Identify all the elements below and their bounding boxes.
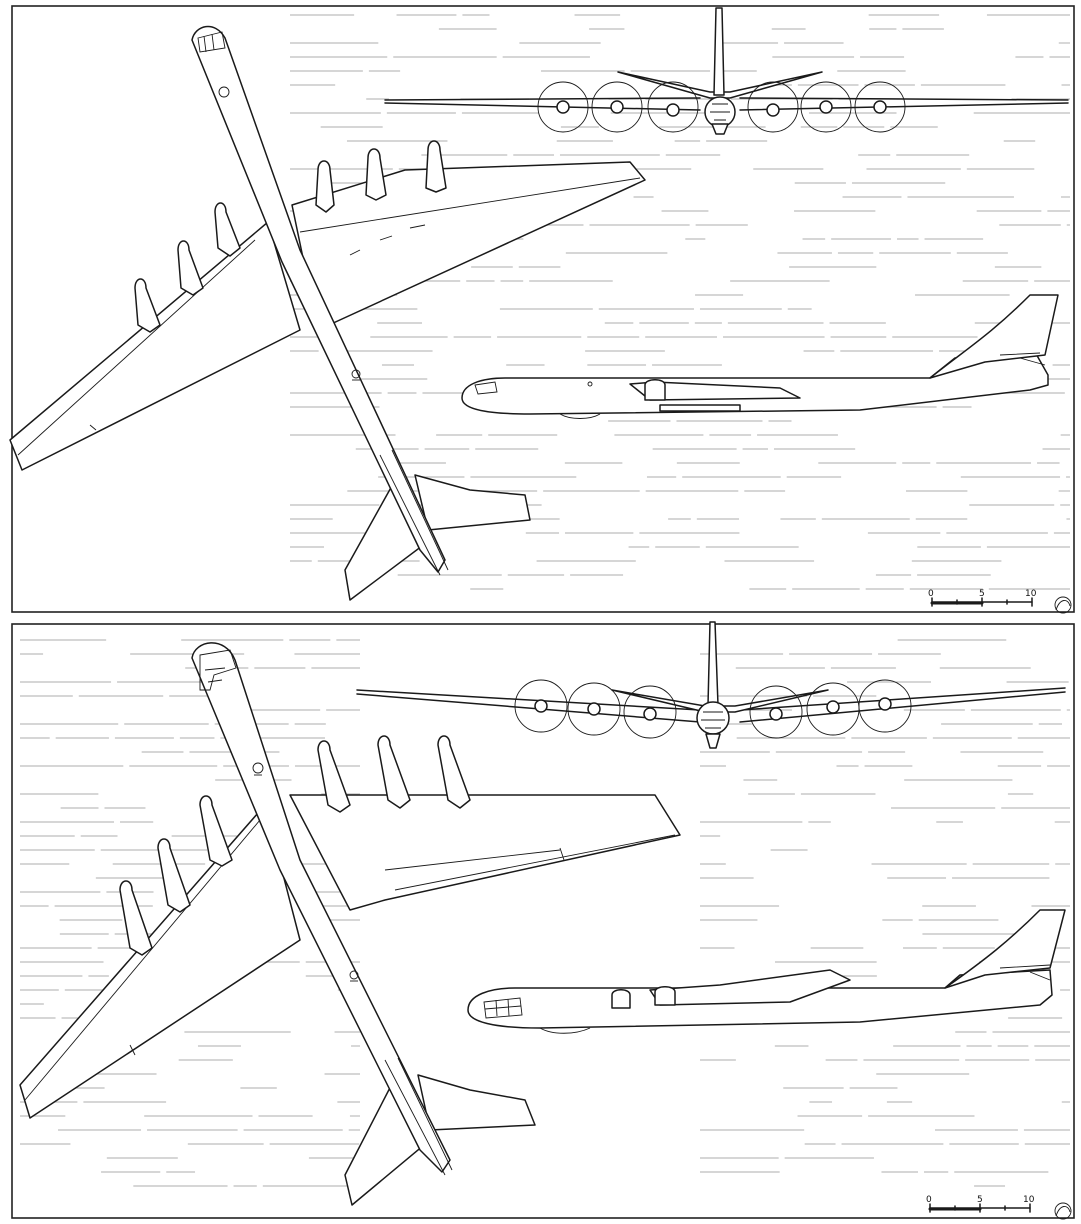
right-stabilizer (414, 474, 531, 531)
panel-top: 0 5 10 (9, 5, 1075, 614)
engine-pods-right (315, 140, 447, 213)
side-view-top (461, 294, 1059, 419)
right-wing (289, 794, 681, 911)
left-wing (9, 221, 301, 471)
left-wing (19, 804, 301, 1119)
side-fin (944, 909, 1066, 989)
scale-label-5: 5 (979, 589, 985, 599)
panel-bottom-frame (11, 623, 1075, 1219)
panel-bottom: 0 5 10 (11, 621, 1075, 1220)
engine-pods-left (134, 202, 241, 333)
draftsman-mark-top (1054, 596, 1072, 614)
side-view-bottom (467, 909, 1066, 1034)
scale-label-0: 0 (928, 589, 934, 599)
scale-label-0: 0 (926, 1195, 932, 1205)
right-stabilizer (417, 1074, 536, 1131)
front-view-bottom (356, 621, 1066, 749)
scale-bar-top: 0 5 10 (928, 589, 1037, 607)
propeller-discs-top (537, 81, 906, 133)
side-fin (929, 294, 1059, 379)
panel-top-frame (11, 5, 1075, 613)
side-fuselage (461, 351, 1049, 415)
front-view-top (384, 7, 1069, 135)
propeller-discs-bottom (514, 679, 912, 739)
plan-view-bottom (19, 642, 681, 1206)
scale-bar-bottom: 0 5 10 (926, 1195, 1035, 1213)
right-wing (291, 161, 646, 331)
scale-label-10: 10 (1025, 589, 1037, 599)
scale-label-10: 10 (1023, 1195, 1035, 1205)
engine-pods-left (119, 795, 233, 956)
plan-view-top (9, 25, 646, 601)
scale-label-5: 5 (977, 1195, 983, 1205)
engine-pods-right (317, 735, 471, 813)
draftsman-mark-bottom (1054, 1202, 1072, 1220)
